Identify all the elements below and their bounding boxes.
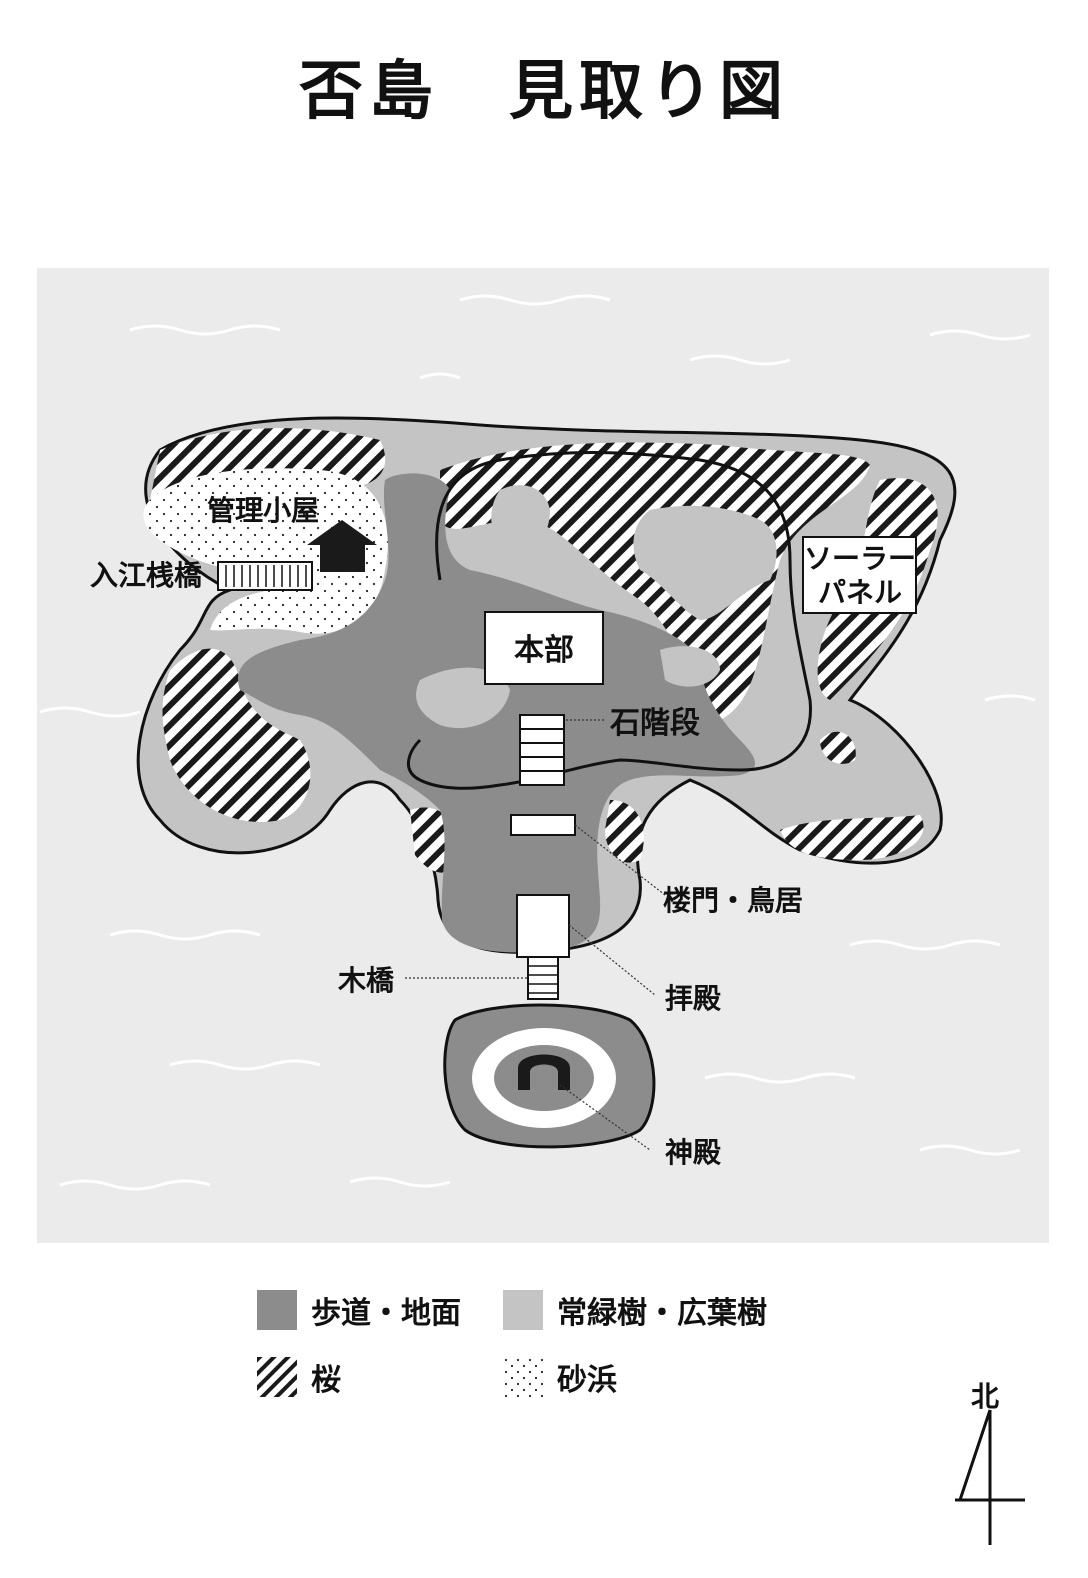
legend-evergreen-label: 常緑樹・広葉樹	[557, 1296, 767, 1331]
leader-lines	[405, 719, 666, 1151]
label-ishi-kaidan: 石階段	[609, 706, 700, 741]
legend-cherry-swatch	[257, 1357, 297, 1397]
label-mokkyo: 木橋	[337, 964, 395, 997]
waves	[39, 294, 1036, 1191]
label-honbu: 本部	[514, 633, 574, 668]
north-compass: 北	[950, 1375, 1040, 1555]
walkway-north	[491, 485, 550, 551]
label-kanri-koya: 管理小屋	[207, 494, 319, 527]
honbu-building	[484, 611, 604, 685]
label-solar-line2: パネル	[818, 576, 902, 609]
stone-stairs	[519, 714, 565, 786]
legend-cherry: 桜	[257, 1355, 341, 1399]
legend-sand: 砂浜	[503, 1355, 617, 1399]
legend-walkway-label: 歩道・地面	[311, 1296, 461, 1331]
label-irie-sanbashi: 入江桟橋	[90, 559, 203, 592]
legend-cherry-label: 桜	[311, 1363, 341, 1398]
legend-sand-swatch	[503, 1357, 543, 1397]
map-title: 否島 見取り図	[299, 54, 789, 129]
arch-icon	[518, 1054, 570, 1090]
legend-walkway: 歩道・地面	[257, 1288, 461, 1332]
legend-evergreen-swatch	[503, 1290, 543, 1330]
pier	[217, 561, 313, 591]
house-icon	[307, 520, 377, 572]
walkway-east2	[660, 646, 720, 687]
inner-path-loop	[407, 451, 812, 790]
label-haiden: 拝殿	[665, 982, 721, 1015]
legend-sand-label: 砂浜	[557, 1363, 617, 1398]
legend-walkway-swatch	[257, 1290, 297, 1330]
sand-beach	[143, 468, 388, 634]
compass-label: 北	[970, 1380, 999, 1413]
label-solar-line1: ソーラー	[804, 542, 916, 575]
label-romon-torii: 楼門・鳥居	[663, 884, 803, 917]
romon-torii-building	[510, 814, 576, 836]
legend-evergreen: 常緑樹・広葉樹	[503, 1288, 767, 1332]
compass-arrow-icon	[955, 1409, 1025, 1545]
solar-panel-box	[802, 536, 917, 614]
walkway-east	[633, 505, 777, 620]
haiden-building	[516, 894, 570, 958]
wooden-bridge	[527, 956, 559, 1000]
label-shinden: 神殿	[665, 1136, 721, 1169]
shrine-core	[494, 1045, 594, 1111]
